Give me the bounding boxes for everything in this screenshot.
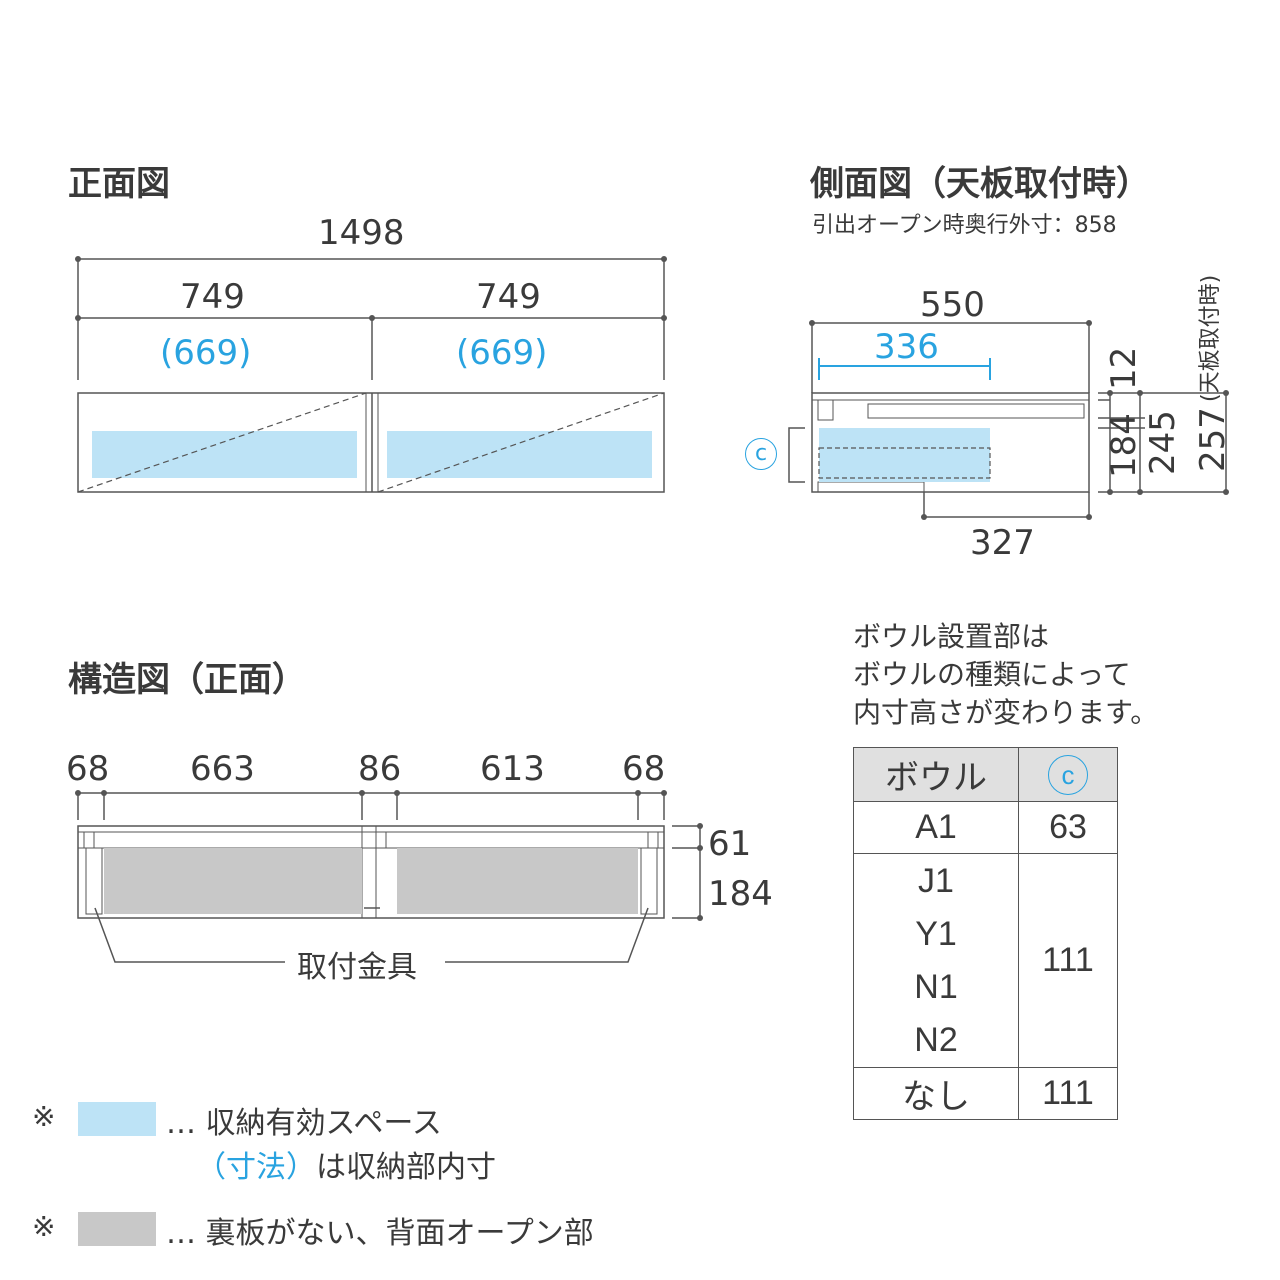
table-header-c: c	[1018, 747, 1118, 802]
dim-body-height: 245	[1143, 410, 1183, 475]
dim-side-inner-depth: 336	[874, 327, 939, 367]
dim-right-bottom: 184	[708, 874, 773, 914]
dim-seg-4: 613	[480, 749, 545, 789]
dim-half-width-left: 749	[180, 277, 245, 317]
dim-top-thickness: 12	[1104, 346, 1144, 390]
table-row: J1 Y1 N1 N2 111	[853, 853, 1118, 1068]
dim-seg-5: 68	[622, 749, 666, 789]
side-view-subtitle: 引出オープン時奥行外寸：858	[812, 213, 1117, 238]
legend-subtext-storage: （寸法）は収納部内寸	[196, 1150, 496, 1185]
table-row: A1 63	[853, 801, 1118, 854]
bowl-table: ボウル c A1 63 J1 Y1 N1 N2 111 なし 111	[853, 747, 1118, 1120]
side-storage	[819, 428, 990, 482]
dim-half-width-right: 749	[476, 277, 541, 317]
front-cabinet-outline	[77, 392, 665, 493]
table-row: なし 111	[853, 1067, 1118, 1120]
open-back-right	[397, 848, 638, 914]
bracket-label: 取付金具	[297, 950, 417, 985]
open-back-left	[104, 848, 362, 914]
bowl-note: ボウル設置部は ボウルの種類によって 内寸高さが変わります。	[853, 620, 1159, 729]
legend-swatch-storage	[78, 1102, 156, 1136]
front-storage-left	[92, 431, 357, 478]
dim-side-bottom-depth: 327	[970, 523, 1035, 563]
structure-view-title: 構造図（正面）	[68, 660, 306, 700]
dim-seg-1: 68	[66, 749, 110, 789]
structure-cabinet-outline	[77, 825, 665, 919]
dim-side-depth: 550	[920, 285, 985, 325]
front-storage-right	[387, 431, 652, 478]
dim-inner-width-left: (669)	[160, 333, 252, 373]
side-view-title: 側面図（天板取付時）	[810, 164, 1150, 204]
dim-total-height: 257	[1193, 407, 1233, 472]
side-cabinet-outline	[811, 392, 1090, 493]
dim-drawer-height: 184	[1104, 413, 1144, 478]
legend-text-open-back: … 裏板がない、背面オープン部	[166, 1216, 594, 1251]
dim-seg-2: 663	[190, 749, 255, 789]
dim-right-top: 61	[708, 824, 752, 864]
dim-total-height-note: (天板取付時)	[1198, 274, 1223, 402]
legend-text-storage: … 収納有効スペース	[166, 1106, 442, 1141]
front-view-title: 正面図	[68, 164, 170, 204]
dim-inner-width-right: (669)	[456, 333, 548, 373]
legend-swatch-open-back	[78, 1212, 156, 1246]
dim-overall-width: 1498	[318, 213, 405, 253]
dim-seg-3: 86	[358, 749, 402, 789]
table-header-bowl: ボウル	[853, 747, 1019, 802]
legend-mark-1: ※	[32, 1100, 56, 1133]
legend-mark-2: ※	[32, 1210, 56, 1243]
c-marker-side: c	[745, 438, 777, 470]
